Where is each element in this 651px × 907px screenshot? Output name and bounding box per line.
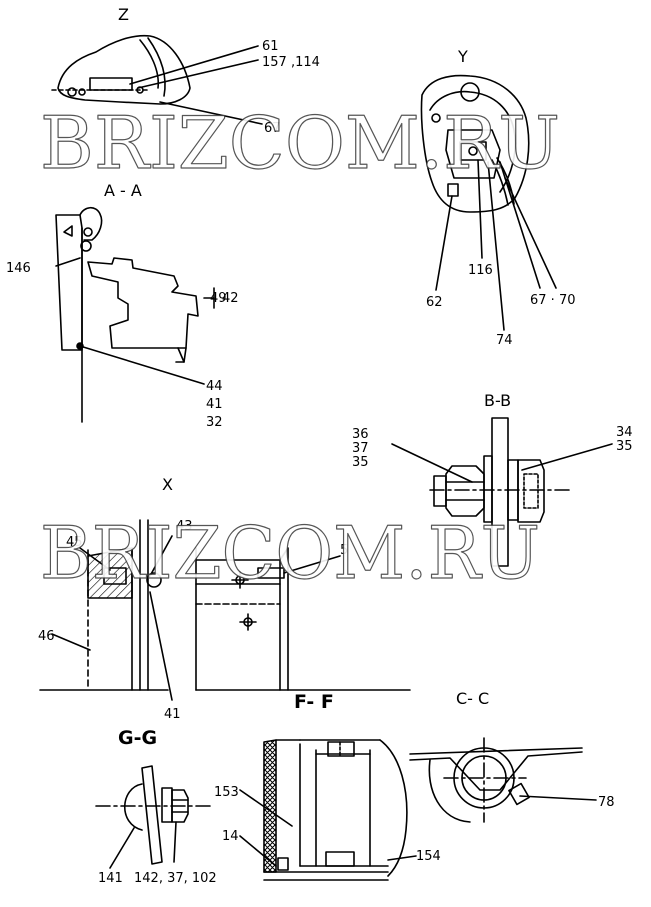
view-x-title: X <box>162 475 173 494</box>
label-153: 153 <box>214 785 239 800</box>
label-141: 141 <box>98 871 123 886</box>
label-41-x: 41 <box>164 707 181 722</box>
view-ff <box>239 739 417 881</box>
view-bb <box>391 417 613 567</box>
view-x <box>39 519 411 701</box>
label-67-70: 67 · 70 <box>530 293 575 308</box>
label-142-37-102: 142, 37, 102 <box>134 871 217 886</box>
label-5: 5 <box>340 543 348 558</box>
view-y-title: Y <box>457 47 468 66</box>
label-36: 36 <box>352 427 369 442</box>
label-44: 44 <box>206 379 223 394</box>
watermark-top: BRIZCOM.RU <box>40 101 560 185</box>
view-cc <box>409 737 597 823</box>
view-bb-title: B-B <box>484 391 511 410</box>
view-z <box>51 34 263 125</box>
label-146: 146 <box>6 261 31 276</box>
view-gg-title: G-G <box>118 727 157 749</box>
label-37: 37 <box>352 441 369 456</box>
watermark-bottom: BRIZCOM.RU <box>40 511 540 595</box>
label-74: 74 <box>496 333 513 348</box>
label-67: 67 <box>264 121 281 136</box>
view-y <box>420 74 557 331</box>
label-61: 61 <box>262 39 279 54</box>
label-42: 42 <box>222 291 239 306</box>
view-cc-title: C- C <box>456 689 489 708</box>
label-157-114: 157 ,114 <box>262 55 320 70</box>
view-aa-title: A - A <box>104 181 142 200</box>
label-62: 62 <box>426 295 443 310</box>
label-78: 78 <box>598 795 615 810</box>
label-154: 154 <box>416 849 441 864</box>
label-49: 49 <box>210 291 227 306</box>
view-z-title: Z <box>118 5 129 24</box>
label-32: 32 <box>206 415 223 430</box>
label-35-right: 35 <box>616 439 633 454</box>
label-35-left: 35 <box>352 455 369 470</box>
view-aa <box>55 206 215 423</box>
label-43: 43 <box>176 519 193 534</box>
label-41-aa: 41 <box>206 397 223 412</box>
view-gg <box>95 765 211 869</box>
label-45: 45 <box>66 535 83 550</box>
label-46: 46 <box>38 629 55 644</box>
view-ff-title: F- F <box>294 691 334 713</box>
label-116: 116 <box>468 263 493 278</box>
label-34: 34 <box>616 425 633 440</box>
label-14: 14 <box>222 829 239 844</box>
